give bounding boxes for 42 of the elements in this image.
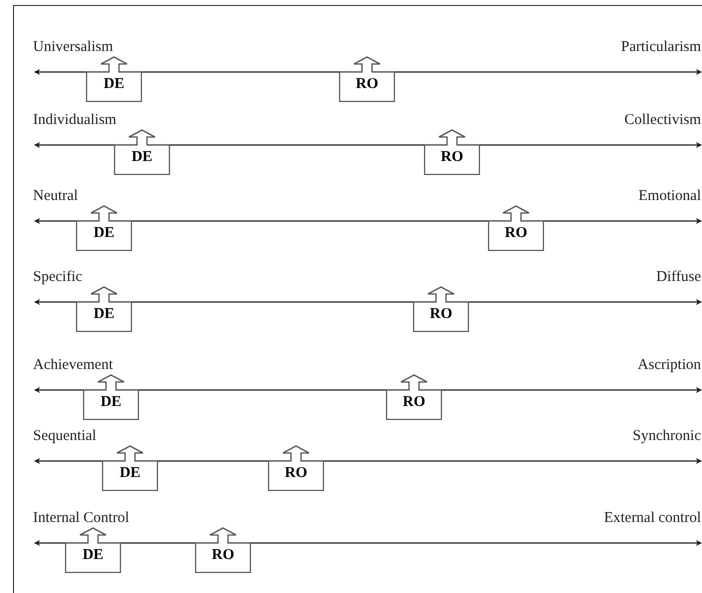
pole-label: External control — [604, 509, 701, 527]
pointer-box — [339, 56, 395, 102]
pole-label: Diffuse — [656, 268, 701, 286]
box-label: DE — [94, 226, 114, 241]
pointer-box — [268, 445, 324, 491]
box-label: RO — [402, 395, 426, 410]
box-label: DE — [82, 548, 104, 563]
pole-label: Ascription — [638, 356, 701, 374]
pole-label: Particularism — [621, 38, 701, 56]
pole-label: Achievement — [33, 356, 113, 374]
pointer-box — [65, 527, 121, 573]
box-label: DE — [100, 395, 122, 410]
pole-label: Neutral — [33, 187, 78, 205]
box-label: RO — [440, 150, 464, 165]
box-label: DE — [94, 307, 114, 322]
pointer-box — [76, 205, 132, 251]
pointer-box — [195, 527, 251, 573]
box-label: RO — [430, 307, 452, 322]
pointer-box — [424, 129, 480, 175]
pointer-box — [114, 129, 170, 175]
pole-label: Collectivism — [624, 111, 701, 129]
pole-label: Specific — [33, 268, 82, 286]
pole-label: Sequential — [33, 427, 96, 445]
pointer-box — [413, 286, 469, 332]
pointer-box — [86, 56, 142, 102]
box-label: RO — [284, 466, 308, 481]
pole-label: Universalism — [33, 38, 113, 56]
pointer-box — [386, 374, 442, 420]
pointer-box — [488, 205, 544, 251]
box-label: RO — [356, 77, 378, 92]
pole-label: Synchronic — [632, 427, 701, 445]
box-label: DE — [120, 466, 140, 481]
pointer-box — [102, 445, 158, 491]
box-label: DE — [132, 150, 152, 165]
box-label: RO — [212, 548, 234, 563]
pointer-box — [76, 286, 132, 332]
box-label: RO — [504, 226, 528, 241]
box-label: DE — [104, 77, 124, 92]
pole-label: Internal Control — [33, 509, 130, 527]
pointer-box — [83, 374, 139, 420]
pole-label: Individualism — [33, 111, 116, 129]
pole-label: Emotional — [638, 187, 701, 205]
